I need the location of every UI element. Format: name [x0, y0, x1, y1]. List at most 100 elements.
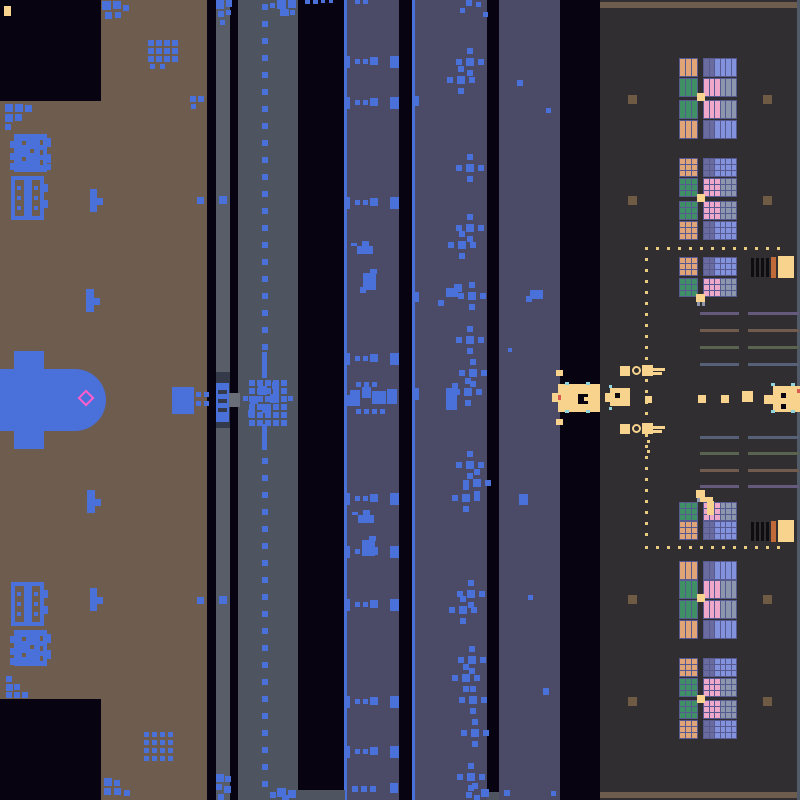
container-cell — [726, 270, 731, 275]
container-cell — [715, 264, 720, 269]
dot-marker — [645, 247, 648, 250]
unit-formation — [478, 462, 484, 468]
container-cell — [726, 101, 731, 118]
map-sprite — [17, 196, 21, 200]
dot-marker — [645, 302, 648, 305]
dot-marker — [777, 546, 780, 549]
container-cell — [715, 121, 720, 138]
container-cell — [709, 733, 714, 738]
map-sprite — [22, 692, 28, 698]
container-cell — [720, 671, 725, 676]
map-sprite — [197, 197, 204, 204]
map-sprite — [14, 684, 20, 690]
unit-formation — [474, 491, 480, 497]
map-sprite — [628, 196, 637, 205]
map-sprite — [763, 95, 772, 104]
dot-marker — [262, 327, 268, 333]
container-cell — [704, 59, 709, 76]
map-sprite — [700, 497, 713, 502]
unit-formation — [467, 176, 473, 182]
dot-marker — [645, 313, 648, 316]
dot-marker — [249, 388, 255, 394]
container-cell — [731, 528, 736, 533]
dot-marker — [262, 293, 268, 299]
unit-formation — [478, 59, 484, 65]
map-sprite — [216, 0, 224, 9]
container-cell — [726, 59, 731, 76]
map-sprite — [25, 105, 32, 112]
unit-formation — [471, 607, 477, 613]
unit-formation — [449, 607, 455, 613]
container-cell — [704, 691, 709, 696]
dot-marker — [281, 420, 287, 426]
container-cell — [709, 671, 714, 676]
unit-row — [390, 599, 399, 611]
container-cell — [704, 228, 709, 233]
map-sprite — [565, 382, 569, 385]
map-sprite — [198, 96, 204, 102]
map-sprite — [10, 153, 14, 160]
unit-formation — [467, 326, 473, 332]
container-cell — [726, 234, 731, 239]
container-cell — [720, 270, 725, 275]
map-sprite — [114, 788, 121, 795]
cargo-container — [679, 678, 698, 697]
container-cell — [680, 727, 685, 732]
enemy-zone-top-bar — [600, 2, 797, 8]
container-cell — [731, 171, 736, 176]
container-cell — [709, 581, 714, 598]
container-cell — [726, 79, 731, 96]
container-cell — [715, 234, 720, 239]
map-sprite — [14, 692, 20, 698]
dot-marker — [172, 56, 178, 62]
unit-formation — [465, 400, 471, 406]
unit-row — [390, 746, 399, 758]
container-cell — [709, 214, 714, 219]
container-cell — [709, 727, 714, 732]
map-sprite — [270, 394, 279, 403]
container-cell — [704, 601, 709, 618]
map-sprite — [742, 391, 753, 402]
map-sprite — [22, 653, 26, 657]
map-sprite — [190, 96, 196, 102]
cargo-container — [703, 600, 737, 619]
container-cell — [731, 562, 736, 579]
dot-marker — [265, 388, 271, 394]
container-cell — [680, 59, 685, 76]
dot-marker — [645, 546, 648, 549]
dot-marker — [262, 458, 268, 464]
container-cell — [704, 621, 709, 638]
container-cell — [720, 659, 725, 664]
container-cell — [686, 79, 691, 96]
container-cell — [692, 79, 697, 96]
vehicle — [446, 388, 457, 410]
dot-marker — [645, 335, 648, 338]
container-cell — [692, 185, 697, 190]
container-cell — [686, 234, 691, 239]
dot-marker — [249, 420, 255, 426]
dot-marker — [667, 546, 670, 549]
map-sprite — [22, 637, 26, 641]
unit-row — [363, 602, 368, 607]
cargo-container — [679, 201, 698, 220]
map-sprite — [277, 0, 286, 9]
dot-marker — [262, 645, 268, 651]
container-cell — [731, 202, 736, 207]
container-cell — [704, 522, 709, 527]
map-sprite — [390, 783, 398, 793]
container-cell — [686, 665, 691, 670]
map-sprite — [216, 784, 222, 790]
tank — [357, 246, 373, 254]
checkpoint — [620, 424, 630, 434]
unit-formation — [470, 686, 476, 692]
container-cell — [726, 179, 731, 184]
unit-row — [355, 749, 360, 754]
container-cell — [715, 707, 720, 712]
unit-formation — [468, 602, 474, 608]
container-cell — [709, 79, 714, 96]
container-cell — [709, 685, 714, 690]
container-cell — [720, 179, 725, 184]
container-cell — [680, 270, 685, 275]
container-cell — [704, 509, 709, 514]
